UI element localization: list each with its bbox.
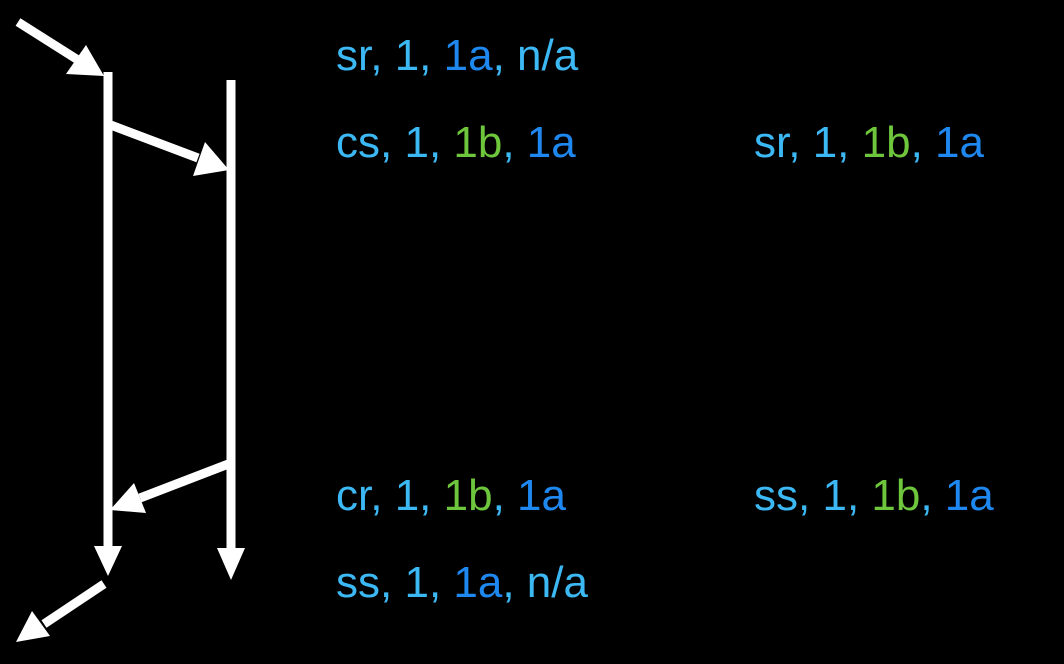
parent-id: n/a [517, 31, 579, 80]
parent-id: 1a [517, 471, 566, 520]
trace-id: 1 [404, 558, 429, 607]
client-send-arrow-line [106, 119, 200, 163]
separator: , [920, 471, 945, 520]
span-id: 1b [871, 471, 921, 520]
outgoing-response-arrow-line [41, 580, 107, 628]
separator: , [380, 118, 405, 167]
separator: , [419, 471, 444, 520]
parent-id: 1a [944, 471, 994, 520]
separator: , [798, 471, 823, 520]
incoming-request-arrow-line [15, 18, 81, 64]
client-send-arrowhead [193, 142, 229, 176]
separator: , [380, 558, 405, 607]
separator: , [492, 471, 518, 520]
separator: , [428, 118, 454, 167]
separator: , [428, 558, 454, 607]
separator: , [502, 118, 527, 167]
annotation-code: cr [336, 471, 371, 520]
annotation-label-server-send-1a: ss, 1, 1a, n/a [336, 561, 588, 605]
trace-id: 1 [394, 31, 420, 80]
annotation-code: sr [754, 118, 789, 167]
annotation-code: ss [336, 558, 380, 607]
separator: , [788, 118, 813, 167]
separator: , [492, 31, 518, 80]
response-arrow-line [138, 458, 233, 503]
service-b-lifeline-arrowhead [217, 548, 245, 580]
span-id: 1b [861, 118, 911, 167]
annotation-label-client-receive-1b: cr, 1, 1b, 1a [336, 474, 566, 518]
trace-id: 1 [404, 118, 429, 167]
annotation-code: sr [336, 31, 371, 80]
span-id: 1a [453, 558, 503, 607]
span-id: 1b [443, 471, 493, 520]
separator: , [502, 558, 527, 607]
response-arrowhead [110, 483, 146, 513]
parent-id: n/a [526, 558, 588, 607]
annotation-label-client-send-1b: cs, 1, 1b, 1a [336, 121, 576, 165]
trace-id: 1 [812, 118, 838, 167]
incoming-request-arrowhead [66, 45, 104, 76]
separator: , [837, 118, 862, 167]
separator: , [370, 471, 395, 520]
separator: , [419, 31, 444, 80]
separator: , [910, 118, 936, 167]
separator: , [370, 31, 395, 80]
separator: , [846, 471, 872, 520]
annotation-code: cs [336, 118, 380, 167]
span-id: 1a [443, 31, 493, 80]
parent-id: 1a [935, 118, 984, 167]
span-id: 1b [453, 118, 503, 167]
annotation-label-server-receive-1b: sr, 1, 1b, 1a [754, 121, 984, 165]
annotation-code: ss [754, 471, 798, 520]
parent-id: 1a [526, 118, 576, 167]
annotation-label-server-receive-1a: sr, 1, 1a, n/a [336, 34, 578, 78]
service-a-lifeline-arrowhead [94, 546, 122, 576]
annotation-label-server-send-1b: ss, 1, 1b, 1a [754, 474, 994, 518]
trace-id: 1 [394, 471, 420, 520]
outgoing-response-arrowhead [16, 611, 50, 642]
trace-id: 1 [822, 471, 847, 520]
